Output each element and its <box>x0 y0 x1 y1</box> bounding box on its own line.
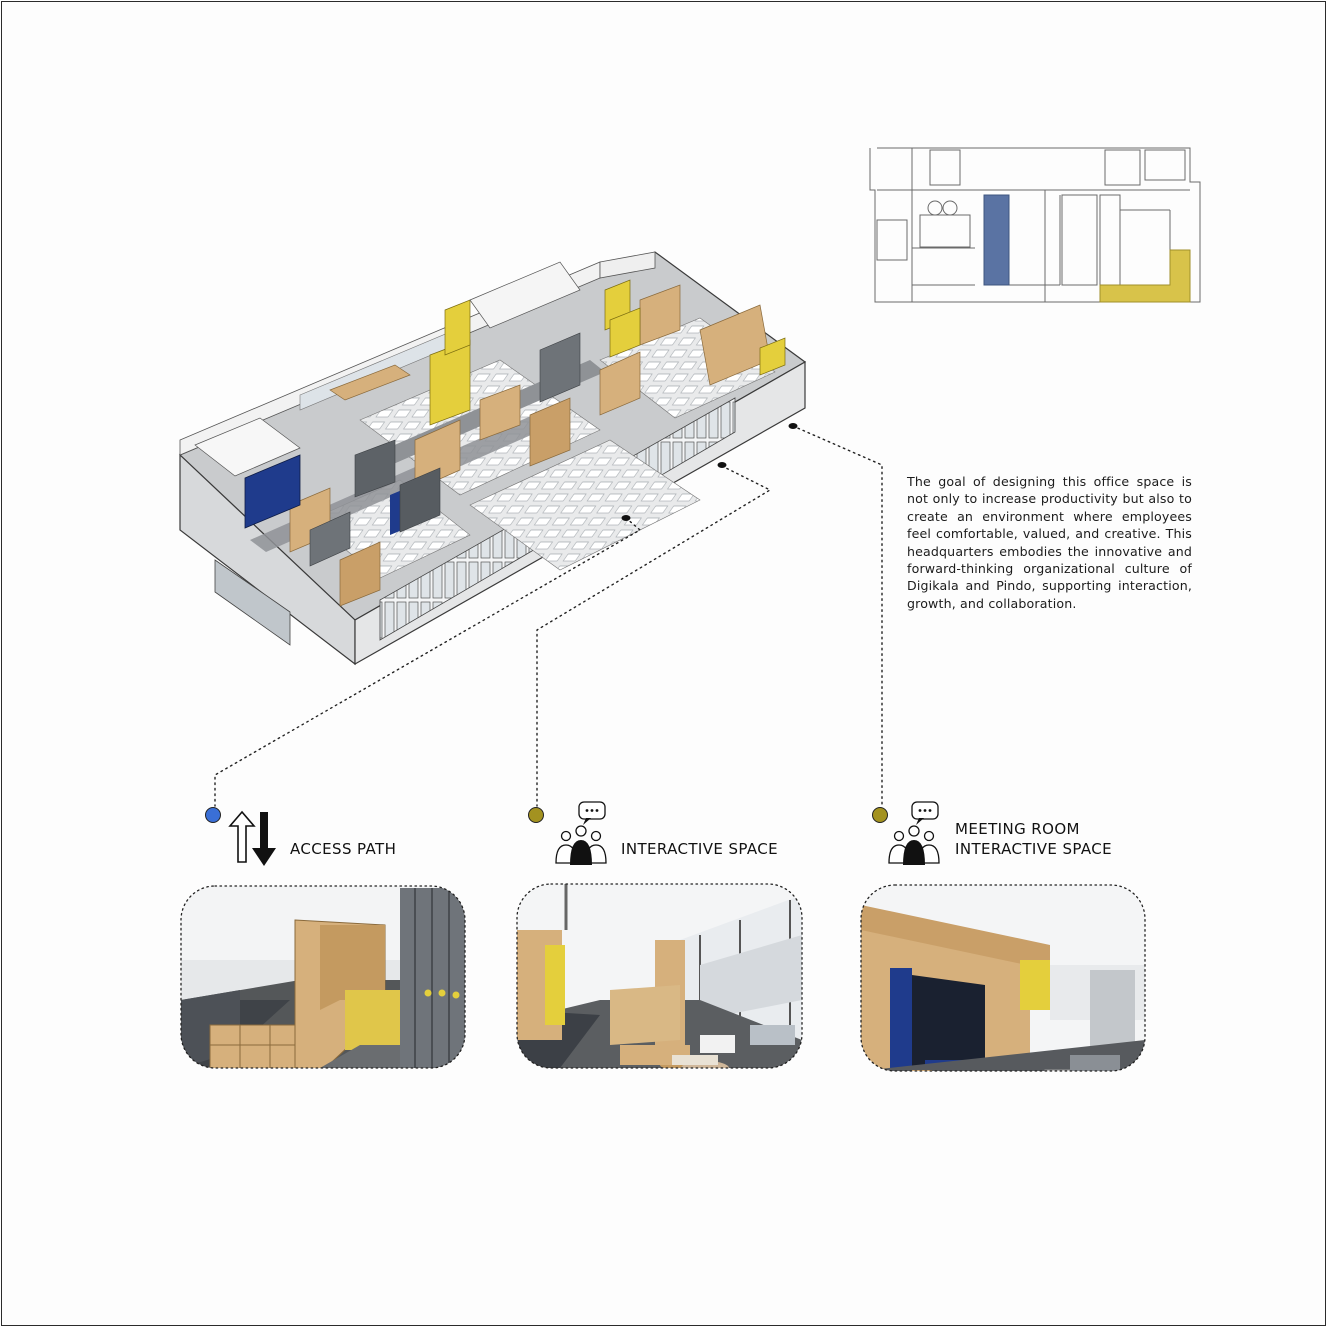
access-path-marker <box>205 807 221 823</box>
interactive-space-label: INTERACTIVE SPACE <box>621 839 778 859</box>
access-path-text: ACCESS PATH <box>290 840 397 858</box>
isometric-office-model <box>178 251 807 666</box>
render-interactive-space <box>516 883 803 1069</box>
meeting-room-label: MEETING ROOM INTERACTIVE SPACE <box>955 819 1112 859</box>
render-meeting-room <box>860 884 1146 1072</box>
leader-anchors <box>621 423 798 521</box>
meeting-room-line2: INTERACTIVE SPACE <box>955 840 1113 858</box>
group-chat-icon <box>555 801 607 865</box>
interactive-space-marker <box>528 807 544 823</box>
key-floor-plan <box>869 147 1201 303</box>
design-description: The goal of designing this office space … <box>907 474 1192 611</box>
access-path-label: ACCESS PATH <box>290 839 396 859</box>
leader-lines <box>214 425 883 807</box>
group-chat-icon <box>888 801 940 865</box>
meeting-room-marker <box>872 807 888 823</box>
interactive-space-text: INTERACTIVE SPACE <box>621 840 779 858</box>
up-down-arrows-icon <box>228 810 276 866</box>
render-access-path <box>180 885 466 1069</box>
meeting-room-line1: MEETING ROOM <box>955 820 1080 838</box>
